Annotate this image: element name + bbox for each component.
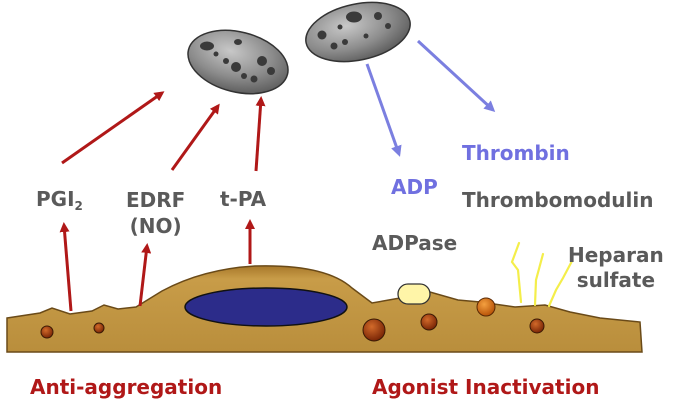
granule-orange [476,297,496,317]
label-adpase: ADPase [372,231,458,255]
platelet-left [187,29,289,95]
arrow-platelet-to-adp [365,63,402,157]
nucleus [184,287,348,327]
label-anti-aggregation: Anti-aggregation [30,375,223,399]
label-thrombin: Thrombin [462,141,570,165]
granule [93,322,105,334]
arrow-tpa-to-platelet [254,96,266,172]
label-pgi2: PGI2 [36,187,83,213]
label-pgi2-subscript: 2 [74,199,83,213]
label-heparan-sulfate: Heparan sulfate [568,243,664,293]
granule [420,313,438,331]
arrow-pgi2-to-platelet [61,91,165,165]
label-adp: ADP [391,175,438,199]
adpase-vesicle [397,283,431,305]
label-heparan-line1: Heparan [568,243,664,267]
label-edrf: EDRF (NO) [126,187,185,239]
arrow-cell-to-edrf [138,243,152,307]
granule [529,318,545,334]
label-heparan-line2: sulfate [576,268,656,292]
arrow-cell-to-pgi2 [59,222,73,312]
label-edrf-line1: EDRF [126,188,186,212]
arrow-platelet-to-thrombin [416,39,496,113]
label-tpa: t-PA [220,187,267,211]
label-edrf-line2: (NO) [129,214,182,238]
heparan-sulfate-fibers [510,241,574,308]
label-agonist-inactivation: Agonist Inactivation [372,375,600,399]
arrow-edrf-to-platelet [170,103,220,171]
label-thrombomodulin: Thrombomodulin [462,188,654,212]
label-pgi2-main: PGI [36,187,75,211]
granule [40,325,54,339]
platelet-right [305,1,411,63]
granule [362,318,386,342]
